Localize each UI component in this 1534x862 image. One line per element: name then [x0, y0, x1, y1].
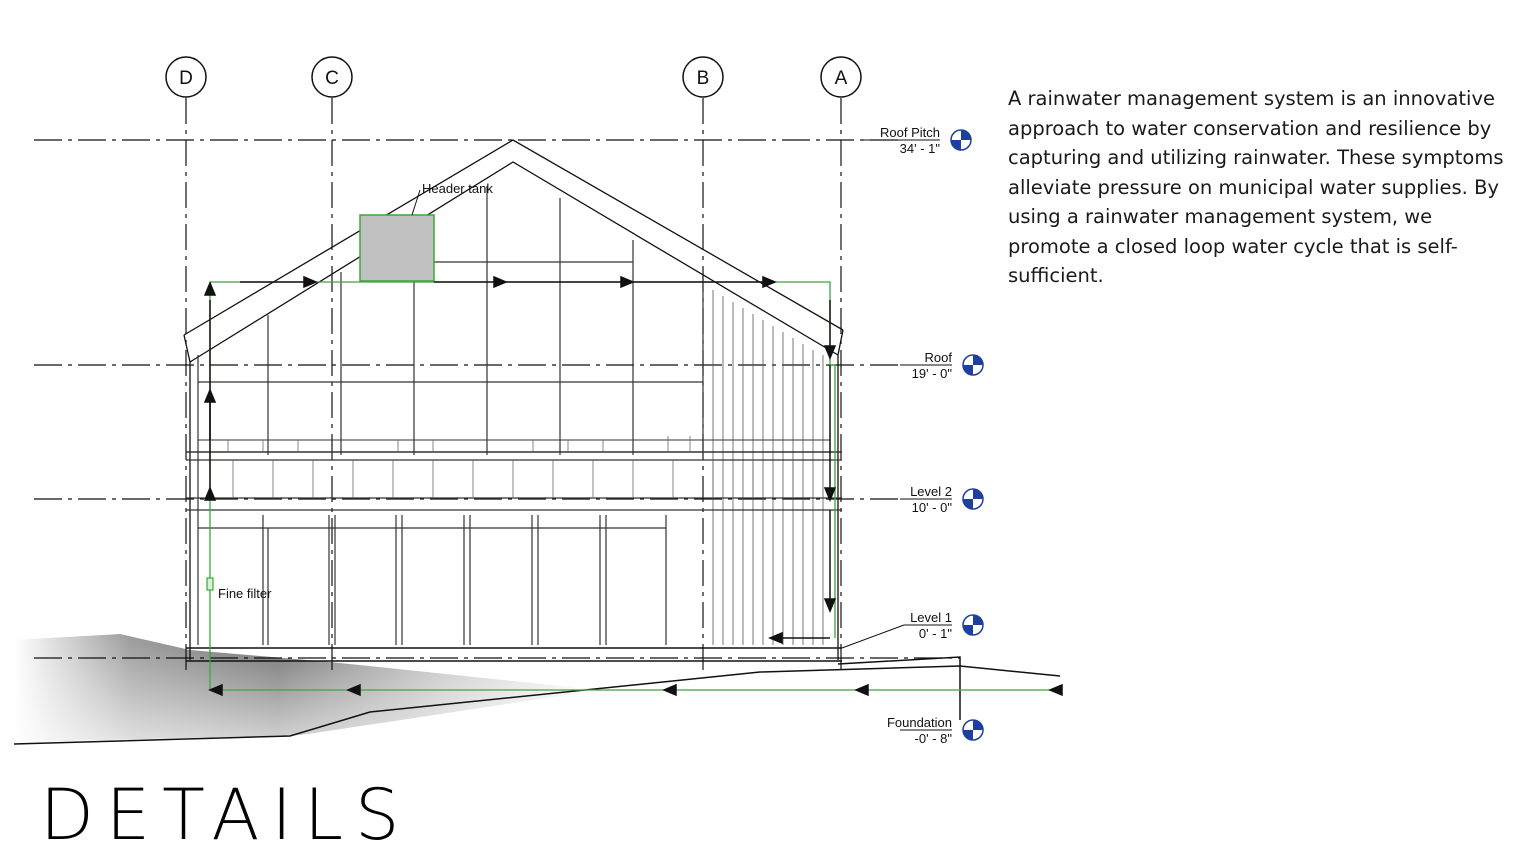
level-elevation-roof-pitch: 34' - 1" — [900, 141, 941, 156]
arrowhead-icon — [768, 631, 783, 645]
level-head-icon — [962, 614, 984, 636]
level-name-level1: Level 1 — [910, 610, 952, 625]
level-elevation-level1: 0' - 1" — [919, 626, 952, 641]
ground-shadow-fade — [14, 634, 600, 742]
arrowhead-icon — [762, 275, 777, 289]
arrowhead-icon — [203, 281, 217, 296]
level-head-level2: Level 2 10' - 0" — [900, 484, 984, 515]
level-name-roof-pitch: Roof Pitch — [880, 125, 940, 140]
level-head-icon — [962, 354, 984, 376]
level-name-level2: Level 2 — [910, 484, 952, 499]
terrain — [13, 634, 1061, 745]
arrowhead-icon — [493, 275, 508, 289]
level-elevation-roof: 19' - 0" — [912, 366, 953, 381]
page-title: DETAILS — [40, 774, 412, 856]
level-head-icon — [950, 129, 972, 151]
fine-filter — [206, 577, 214, 591]
eave-left — [183, 334, 191, 363]
grid-head-a: A — [820, 56, 862, 98]
level-head-level1: Level 1 0' - 1" — [841, 610, 984, 649]
level-head-roof-pitch: Roof Pitch 34' - 1" — [860, 125, 972, 156]
arrowhead-icon — [620, 275, 635, 289]
grid-bubble-a — [820, 56, 862, 98]
grid-head-c: C — [311, 56, 353, 98]
arrowhead-icon — [854, 683, 869, 697]
building-elevation — [183, 139, 844, 662]
arrowhead-icon — [823, 487, 837, 502]
level-lines — [34, 139, 960, 659]
grid-label-c: C — [325, 68, 339, 89]
level-elevation-foundation: -0' - 8" — [915, 731, 953, 746]
grid-bubble-c — [311, 56, 353, 98]
arrowhead-icon — [203, 486, 217, 501]
header-tank — [359, 214, 435, 282]
roof-inner — [189, 161, 839, 363]
grid-bubble-b — [682, 56, 724, 98]
flow-arrows — [203, 275, 1063, 697]
header-tank-leader — [411, 189, 421, 216]
arrowhead-icon — [1048, 683, 1063, 697]
level-head-icon — [962, 488, 984, 510]
arrowhead-icon — [203, 388, 217, 403]
fine-filter-label: Fine filter — [218, 586, 272, 601]
grid-label-a: A — [835, 68, 848, 89]
level-name-roof: Roof — [925, 350, 953, 365]
grid-head-b: B — [682, 56, 724, 98]
arrowhead-icon — [208, 683, 223, 697]
terrain-step — [837, 656, 961, 720]
eave-right — [837, 329, 844, 356]
grid-label-d: D — [179, 68, 193, 89]
description-paragraph: A rainwater management system is an inno… — [1008, 87, 1504, 287]
grid-bubble-d — [165, 56, 207, 98]
arrowhead-icon — [823, 345, 837, 360]
level-elevation-level2: 10' - 0" — [912, 500, 953, 515]
roof-outer — [183, 139, 844, 336]
grid-head-d: D — [165, 56, 207, 98]
header-tank-label: Header tank — [422, 181, 493, 196]
terrain-line — [13, 665, 1061, 745]
arrowhead-icon — [823, 598, 837, 613]
level-name-foundation: Foundation — [887, 715, 952, 730]
balcony-railing — [186, 436, 842, 511]
grid-label-b: B — [697, 68, 710, 89]
arrowhead-icon — [662, 683, 677, 697]
grid-lines — [185, 98, 842, 672]
level-head-roof: Roof 19' - 0" — [900, 350, 984, 381]
level-head-foundation: Foundation -0' - 8" — [887, 715, 984, 746]
ground-floor-glazing — [198, 515, 667, 645]
arrowhead-icon — [303, 275, 318, 289]
gable-glazing — [197, 186, 704, 645]
level-head-icon — [962, 719, 984, 741]
vertical-siding — [712, 290, 824, 645]
arrowhead-icon — [346, 683, 361, 697]
